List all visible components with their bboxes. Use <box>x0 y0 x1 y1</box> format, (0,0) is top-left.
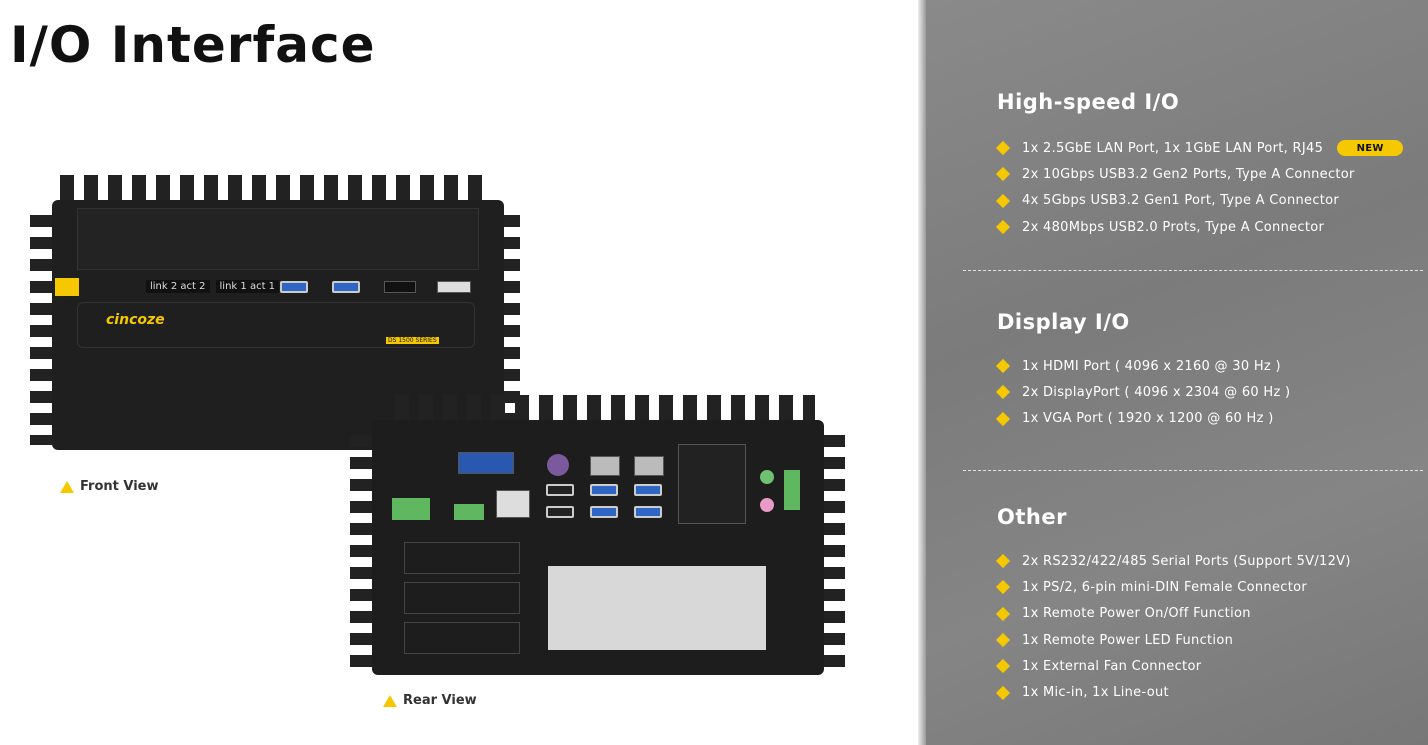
front-link-labels: link 2 act 2 link 1 act 1 <box>146 280 280 293</box>
item-text: 1x 2.5GbE LAN Port, 1x 1GbE LAN Port, RJ… <box>1022 140 1324 156</box>
diamond-bullet-icon <box>995 554 1011 569</box>
item-text: 1x PS/2, 6-pin mini-DIN Female Connector <box>1022 579 1308 595</box>
list-item: 1x 2.5GbE LAN Port, 1x 1GbE LAN Port, RJ… <box>995 135 1404 161</box>
triangle-icon <box>383 694 397 707</box>
item-text: 1x Remote Power LED Function <box>1022 632 1234 648</box>
diamond-bullet-icon <box>995 632 1011 648</box>
item-text: 2x DisplayPort ( 4096 x 2304 @ 60 Hz ) <box>1022 384 1291 400</box>
item-text: 1x External Fan Connector <box>1022 658 1202 674</box>
diamond-bullet-icon <box>995 167 1011 182</box>
item-text: 1x Mic-in, 1x Line-out <box>1022 685 1169 701</box>
divider <box>963 270 1423 271</box>
list-item: 1x PS/2, 6-pin mini-DIN Female Connector <box>995 574 1351 600</box>
list-item: 1x Remote Power LED Function <box>995 627 1351 653</box>
list-item: 1x HDMI Port ( 4096 x 2160 @ 30 Hz ) <box>995 353 1290 379</box>
list-item: 1x External Fan Connector <box>995 653 1351 679</box>
list-item: 1x Remote Power On/Off Function <box>995 601 1351 627</box>
other-list: 2x RS232/422/485 Serial Ports (Support 5… <box>995 548 1351 706</box>
high-speed-io-list: 1x 2.5GbE LAN Port, 1x 1GbE LAN Port, RJ… <box>995 135 1404 240</box>
diamond-bullet-icon <box>995 606 1011 621</box>
list-item: 4x 5Gbps USB3.2 Gen1 Port, Type A Connec… <box>995 188 1403 214</box>
diamond-bullet-icon <box>995 580 1011 595</box>
specs-panel: High-speed I/O 1x 2.5GbE LAN Port, 1x 1G… <box>918 0 1428 745</box>
diamond-bullet-icon <box>995 359 1011 374</box>
diamond-bullet-icon <box>995 685 1011 700</box>
section-heading: Other <box>997 505 1067 529</box>
section-heading: High-speed I/O <box>997 90 1180 114</box>
list-item: 1x VGA Port ( 1920 x 1200 @ 60 Hz ) <box>995 406 1290 432</box>
port-label: link 2 <box>150 281 178 292</box>
diamond-bullet-icon <box>995 193 1011 208</box>
port-label: act 1 <box>249 281 276 292</box>
item-text: 2x 480Mbps USB2.0 Prots, Type A Connecto… <box>1022 219 1325 235</box>
front-view-caption: Front View <box>60 479 159 494</box>
series-label: DS 1500 SERIES <box>386 337 439 344</box>
diamond-bullet-icon <box>995 219 1011 235</box>
diamond-bullet-icon <box>995 659 1011 674</box>
port-label: link 1 <box>219 281 247 292</box>
divider <box>963 470 1423 471</box>
list-item: 2x 480Mbps USB2.0 Prots, Type A Connecto… <box>995 214 1403 240</box>
rear-view-caption: Rear View <box>383 693 477 708</box>
list-item: 2x DisplayPort ( 4096 x 2304 @ 60 Hz ) <box>995 379 1291 405</box>
brand-logo: cincoze <box>106 312 165 328</box>
item-text: 1x Remote Power On/Off Function <box>1022 606 1251 622</box>
diamond-bullet-icon <box>995 141 1011 156</box>
section-heading: Display I/O <box>997 310 1130 334</box>
triangle-icon <box>60 480 74 493</box>
list-item: 2x RS232/422/485 Serial Ports (Support 5… <box>995 548 1351 574</box>
display-io-list: 1x HDMI Port ( 4096 x 2160 @ 30 Hz ) 2x … <box>995 353 1291 432</box>
item-text: 1x HDMI Port ( 4096 x 2160 @ 30 Hz ) <box>1022 358 1281 374</box>
page-title: I/O Interface <box>10 16 376 74</box>
item-text: 4x 5Gbps USB3.2 Gen1 Port, Type A Connec… <box>1022 193 1340 209</box>
caption-text: Front View <box>80 479 159 494</box>
diamond-bullet-icon <box>995 411 1011 426</box>
port-label: act 2 <box>180 281 206 292</box>
item-text: 1x VGA Port ( 1920 x 1200 @ 60 Hz ) <box>1022 411 1274 427</box>
list-item: 1x Mic-in, 1x Line-out <box>995 679 1351 705</box>
new-badge: NEW <box>1337 140 1404 157</box>
list-item: 2x 10Gbps USB3.2 Gen2 Ports, Type A Conn… <box>995 161 1403 187</box>
item-text: 2x RS232/422/485 Serial Ports (Support 5… <box>1022 553 1351 569</box>
item-text: 2x 10Gbps USB3.2 Gen2 Ports, Type A Conn… <box>1022 166 1355 182</box>
diamond-bullet-icon <box>995 385 1011 400</box>
caption-text: Rear View <box>403 693 477 708</box>
